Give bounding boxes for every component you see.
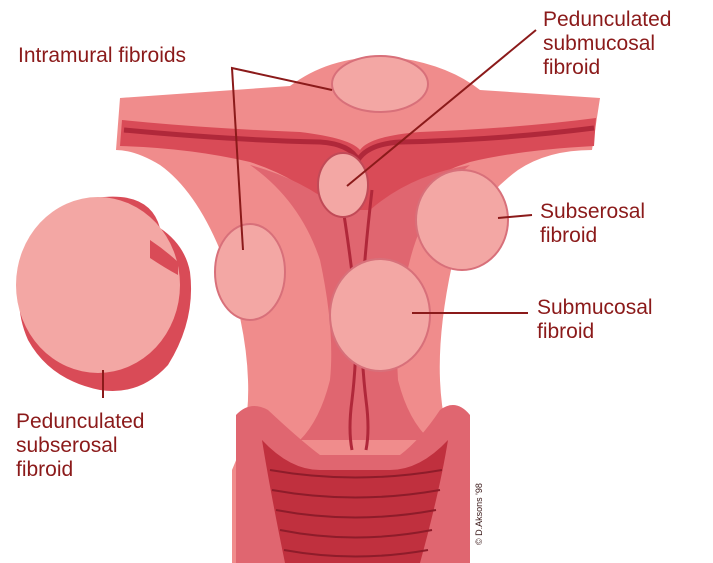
- fibroid-left-intramural: [215, 224, 285, 320]
- label-submucosal-fibroid: Submucosal fibroid: [537, 296, 653, 344]
- fibroid-pedunculated-subserosal: [16, 197, 180, 373]
- copyright-credit: © D.Aksons '98: [474, 483, 484, 545]
- fibroid-pedunculated-submucosal: [318, 153, 368, 217]
- fibroid-subserosal: [416, 170, 508, 270]
- label-intramural-fibroids: Intramural fibroids: [18, 44, 186, 68]
- fibroid-top-intramural: [332, 56, 428, 112]
- label-pedunculated-submucosal-fibroid: Pedunculated submucosal fibroid: [543, 8, 671, 80]
- label-pedunculated-subserosal-fibroid: Pedunculated subserosal fibroid: [16, 410, 144, 482]
- label-subserosal-fibroid: Subserosal fibroid: [540, 200, 645, 248]
- fibroid-submucosal: [330, 259, 430, 371]
